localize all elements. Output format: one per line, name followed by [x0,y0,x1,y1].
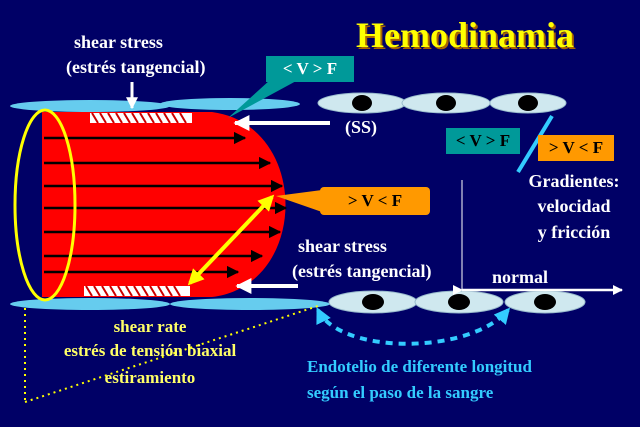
endotelio-label: Endotelio de diferente longitud [307,357,532,376]
endothelial-cell [504,290,586,314]
top-callout: < V > F [266,56,354,82]
endothelial-cell [414,290,504,314]
shear-stress-bottom-label: shear stress [298,236,387,256]
biaxial-stress-label: estrés de tensión biaxial [63,341,237,360]
ss-label: (SS) [345,117,378,137]
endothelial-cell [489,92,567,114]
shear-stress-top-label: shear stress [74,32,163,52]
gradient-triangle [461,180,550,291]
friccion-label: y fricción [537,222,611,242]
right-orange-callout: > V < F [538,135,614,161]
normal-label: normal [492,267,548,287]
gradient-divider [516,114,554,174]
shear-stress-top-sublabel: (estrés tangencial) [66,57,206,77]
gradientes-label: Gradientes: [528,171,620,191]
shear-stress-hatch-top [90,112,192,124]
endothelial-cell [401,92,491,114]
endothelium-curved-arrow [316,307,511,346]
middle-callout: > V < F [320,187,430,215]
shear-stress-hatch-bottom [84,285,190,297]
estiramiento-label: estiramiento [104,368,196,387]
endotelio-sublabel: según el paso de la sangre [307,383,494,402]
shear-stress-bottom-sublabel: (estrés tangencial) [292,261,432,281]
top-endothelium [10,92,567,114]
page-title: Hemodinamia [356,15,575,55]
vessel-cross-section [13,108,77,302]
yellow-double-arrow [187,194,275,286]
top-callout-tail [228,80,298,118]
shear-rate-label: shear rate [113,317,187,336]
endothelial-cell [328,290,418,314]
endothelial-cell [317,92,407,114]
velocidad-label: velocidad [537,196,611,216]
blood-flow-profile [42,112,286,297]
right-teal-callout: < V > F [446,128,520,154]
middle-callout-tail [276,190,322,212]
